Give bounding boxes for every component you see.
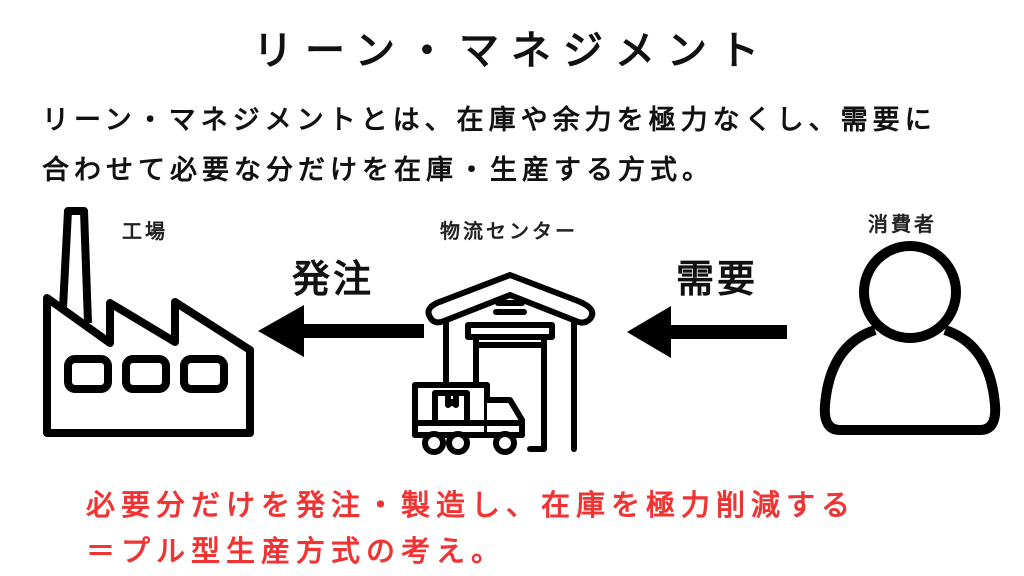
description-line-2: 合わせて必要な分だけを在庫・生産する方式。 bbox=[42, 155, 714, 186]
demand-arrow-icon bbox=[627, 306, 787, 358]
order-arrow-icon bbox=[258, 305, 424, 357]
summary-line-2: ＝プル型生産方式の考え。 bbox=[86, 534, 507, 568]
page-title: リーン・マネジメント bbox=[253, 28, 771, 74]
summary-line-1: 必要分だけを発注・製造し、在庫を極力削減する bbox=[86, 488, 857, 522]
consumer-label: 消費者 bbox=[868, 212, 937, 236]
warehouse-truck-icon bbox=[412, 272, 596, 455]
demand-label: 需要 bbox=[676, 257, 759, 301]
factory-label: 工場 bbox=[122, 219, 168, 243]
description: リーン・マネジメントとは、在庫や余力を極力なくし、需要に 合わせて必要な分だけを… bbox=[42, 96, 1002, 196]
distribution-center-label: 物流センター bbox=[440, 219, 578, 243]
description-line-1: リーン・マネジメントとは、在庫や余力を極力なくし、需要に bbox=[42, 105, 937, 136]
order-label: 発注 bbox=[292, 257, 375, 301]
person-icon bbox=[819, 241, 1001, 435]
summary: 必要分だけを発注・製造し、在庫を極力削減する ＝プル型生産方式の考え。 bbox=[86, 482, 1006, 574]
factory-icon bbox=[43, 207, 254, 437]
